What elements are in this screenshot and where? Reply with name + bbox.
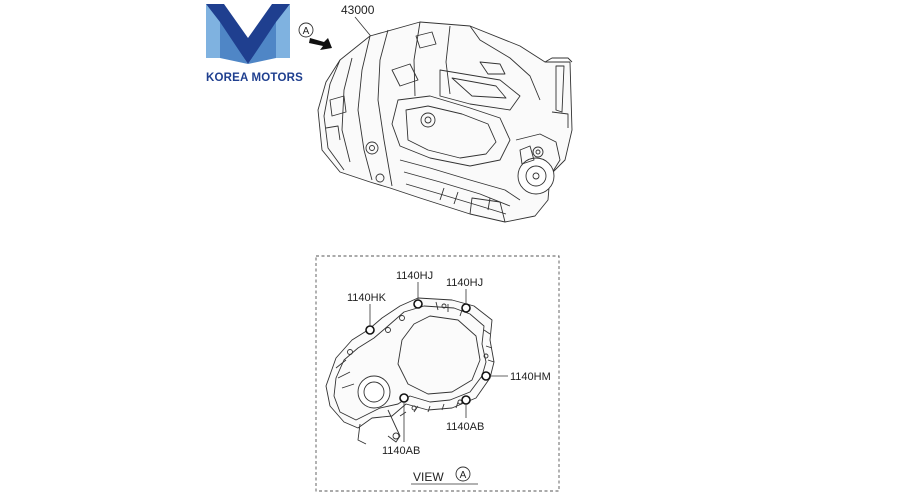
- view-caption: VIEW: [413, 470, 444, 484]
- brand-name: KOREA MOTORS: [206, 72, 303, 84]
- callout-1140hj-top: 1140HJ: [396, 270, 433, 282]
- transmission-assembly-drawing: [317, 21, 573, 223]
- callout-1140hk: 1140HK: [347, 292, 387, 304]
- view-a-marker: A: [298, 22, 314, 38]
- callout-1140hm: 1140HM: [510, 371, 551, 383]
- view-a-frame: [315, 255, 560, 492]
- callout-1140ab-right: 1140AB: [446, 421, 484, 433]
- view-caption-letter: A: [460, 470, 467, 481]
- bolt-1140ab-bottom: [399, 393, 409, 403]
- bolt-1140ab-right: [461, 395, 471, 405]
- bolt-1140hj-top: [413, 299, 423, 309]
- callout-1140hj-right: 1140HJ: [446, 277, 483, 289]
- part-number-label: 43000: [341, 3, 375, 17]
- view-a-letter: A: [303, 26, 310, 37]
- bolt-1140hm: [481, 371, 491, 381]
- bolt-1140hj-right: [461, 303, 471, 313]
- bolt-1140hk: [365, 325, 375, 335]
- view-caption-marker: [455, 466, 471, 482]
- bolt-points: [365, 299, 491, 405]
- view-arrow-icon: [309, 38, 332, 50]
- leader-lines: [369, 282, 508, 442]
- logo-m-mark: [206, 4, 290, 64]
- callout-1140ab-bottom: 1140AB: [382, 445, 420, 457]
- brand-logo: KOREA MOTORS: [200, 0, 303, 92]
